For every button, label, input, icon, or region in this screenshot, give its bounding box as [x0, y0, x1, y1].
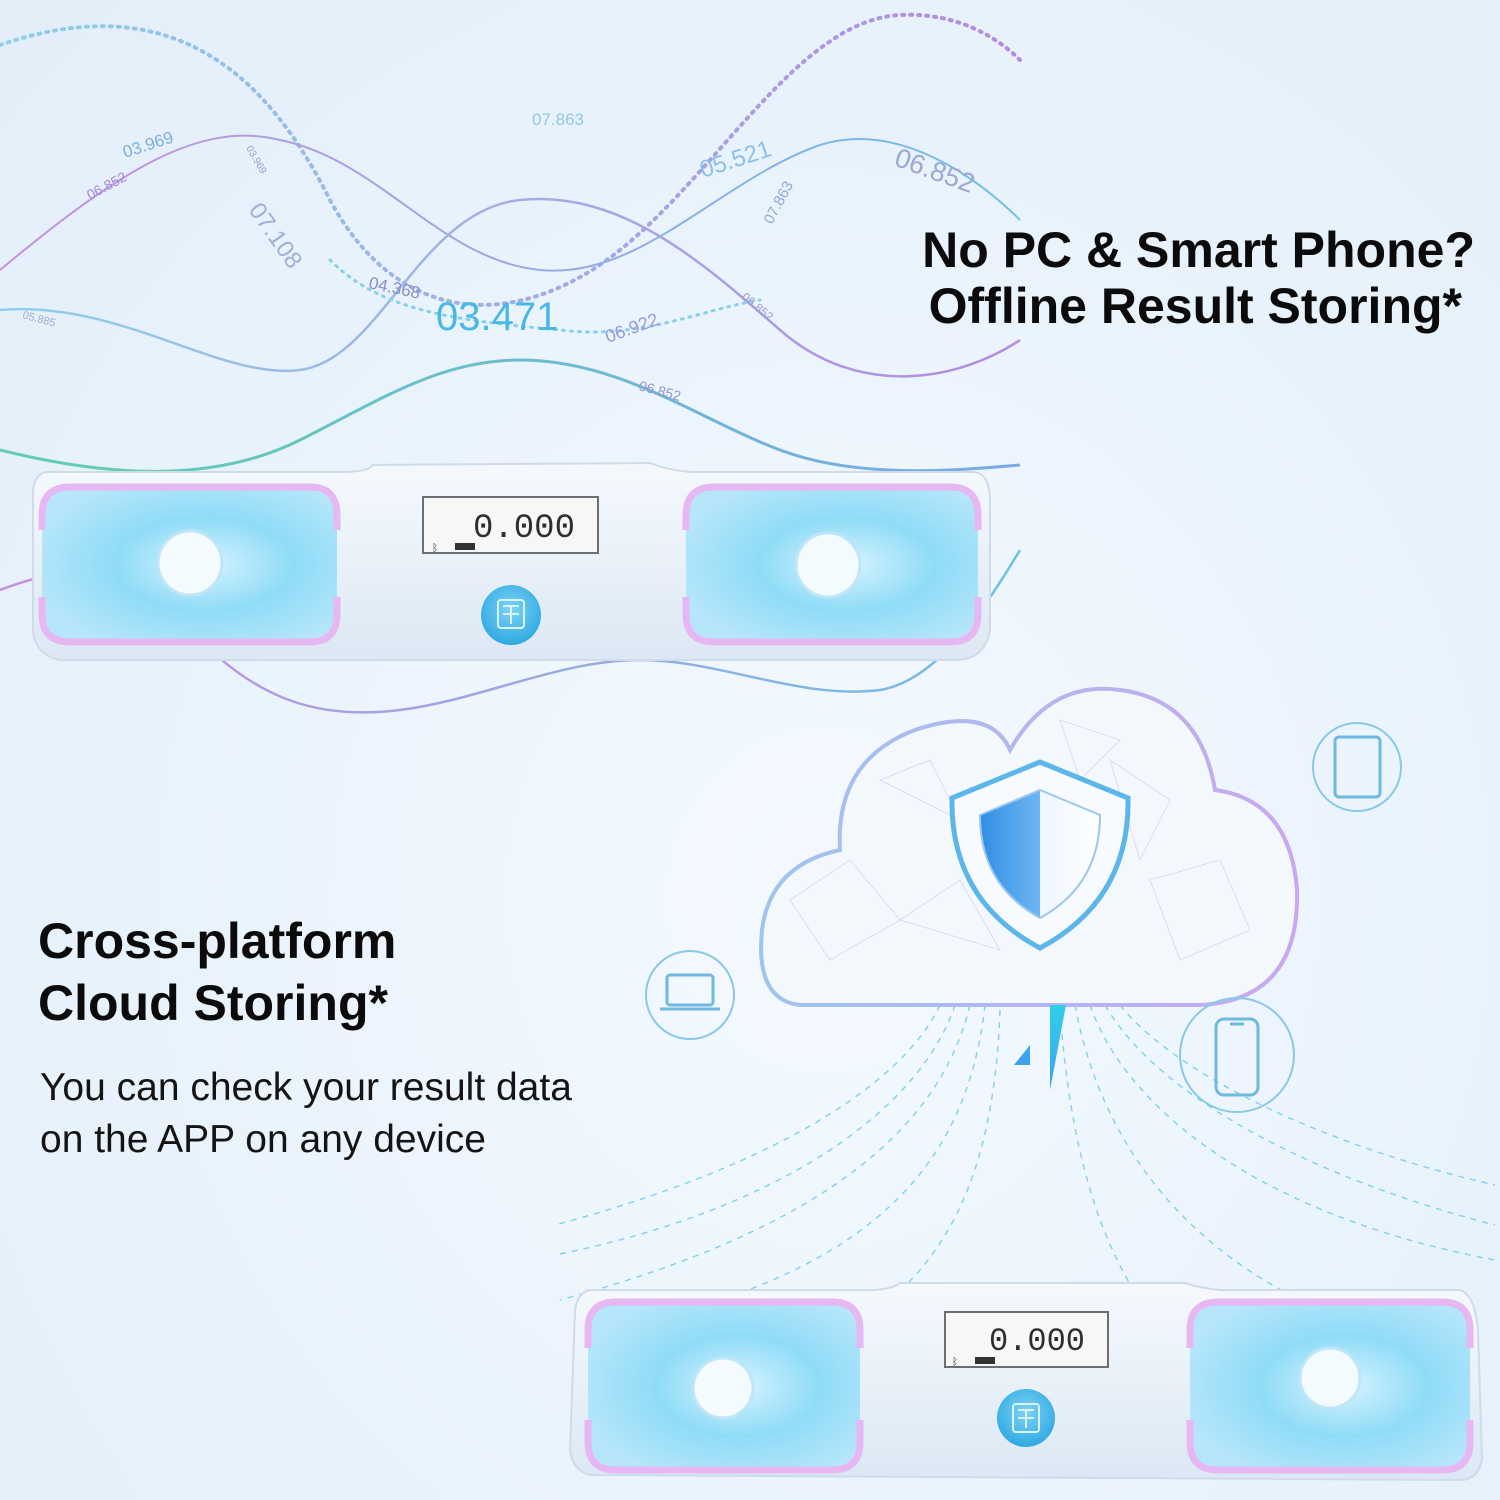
description-line2: on the APP on any device: [40, 1118, 486, 1161]
lcd-value: 0.000: [473, 510, 575, 548]
lcd-display: 0.000 ᛒ: [944, 1311, 1109, 1368]
headline-offline-line2: Offline Result Storing*: [928, 278, 1462, 334]
sync-arrows-icon: [1014, 975, 1066, 1090]
description-line1: You can check your result data: [40, 1066, 572, 1109]
headline-offline-line1: No PC & Smart Phone?: [922, 222, 1475, 278]
lcd-value: 0.000: [989, 1323, 1085, 1360]
left-electrode-pad: [584, 1298, 864, 1474]
wave-number-label: 07.863: [532, 110, 584, 129]
right-electrode-pad: [1186, 1298, 1474, 1474]
shield-icon: [949, 759, 1131, 951]
wave-number-label: 03.471: [436, 295, 558, 339]
wave-line-6: [328, 258, 762, 334]
right-electrode-button: [794, 531, 862, 599]
description: You can check your result data on the AP…: [40, 1062, 572, 1166]
bluetooth-icon: ᛒ: [432, 543, 438, 554]
left-electrode-pad: [38, 483, 341, 646]
left-electrode-button: [691, 1356, 755, 1420]
wave-line-1: [0, 12, 1022, 307]
right-electrode-button: [1298, 1346, 1362, 1410]
laptop-icon: [645, 950, 735, 1040]
lcd-display: 0.000 ᛒ: [422, 496, 599, 554]
right-electrode-pad: [682, 483, 982, 646]
wave-line-3: [0, 197, 1021, 378]
phone-icon: [1179, 997, 1295, 1113]
headline-offline: No PC & Smart Phone? Offline Result Stor…: [0, 222, 1500, 334]
tablet-icon: [1312, 722, 1402, 812]
headline-cloud: Cross-platform Cloud Storing*: [38, 910, 396, 1034]
wave-line-4: [0, 358, 1021, 473]
headline-cloud-line1: Cross-platform: [38, 913, 397, 969]
battery-icon: [975, 1357, 995, 1364]
power-button: [997, 1389, 1055, 1447]
wave-line-2: [0, 134, 1021, 272]
battery-icon: [455, 543, 475, 550]
headline-cloud-line2: Cloud Storing*: [38, 975, 388, 1031]
left-electrode-button: [156, 529, 224, 597]
power-button: [481, 585, 541, 645]
bluetooth-icon: ᛒ: [952, 1357, 958, 1368]
